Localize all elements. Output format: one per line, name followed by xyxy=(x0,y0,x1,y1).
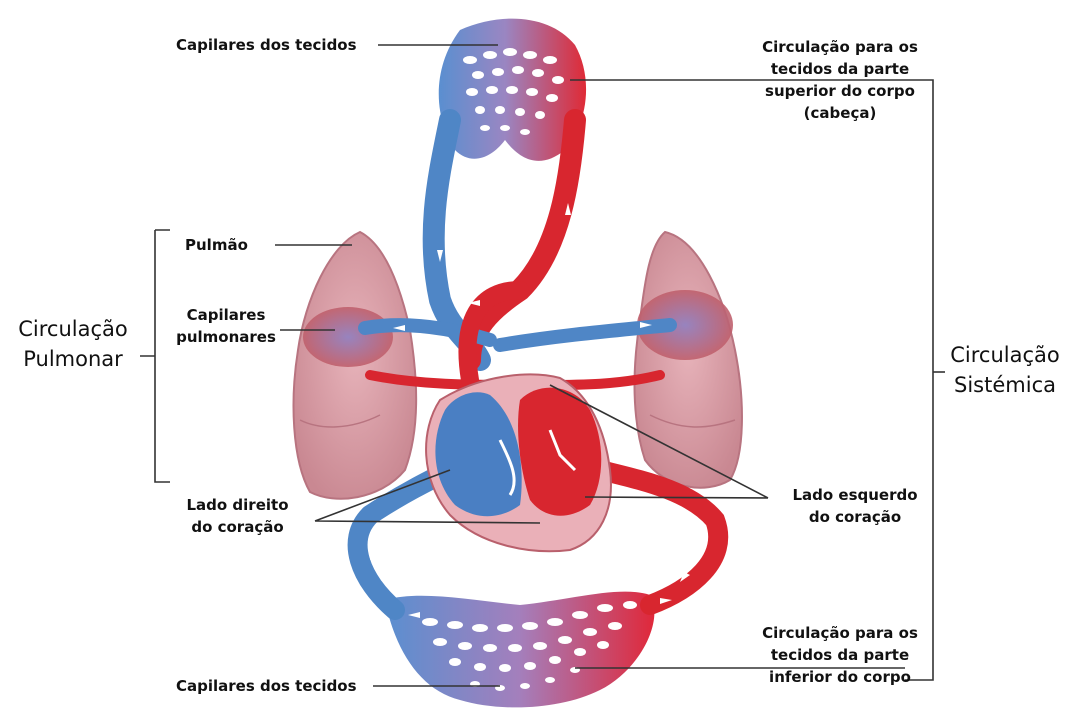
lower-capillary-loop xyxy=(385,592,654,708)
label-line: superior do corpo xyxy=(745,80,935,102)
label-line: tecidos da parte xyxy=(745,644,935,666)
pulmonary-bracket xyxy=(140,230,170,482)
label-line: Circulação xyxy=(8,314,138,344)
label-capilares-tecidos-bottom: Capilares dos tecidos xyxy=(176,675,357,697)
label-line: Lado direito xyxy=(180,494,295,516)
label-line: pulmonares xyxy=(176,326,276,348)
label-line: Circulação xyxy=(940,340,1070,370)
label-line: do coração xyxy=(180,516,295,538)
label-line: Capilares xyxy=(176,304,276,326)
label-circulacao-pulmonar: Circulação Pulmonar xyxy=(8,314,138,374)
label-circulacao-sistemica: Circulação Sistémica xyxy=(940,340,1070,400)
label-line: Pulmonar xyxy=(8,344,138,374)
label-line: Lado esquerdo xyxy=(775,484,935,506)
label-capilares-tecidos-top: Capilares dos tecidos xyxy=(176,34,357,56)
label-circulacao-superior: Circulação para os tecidos da parte supe… xyxy=(745,36,935,124)
label-lado-esquerdo: Lado esquerdo do coração xyxy=(775,484,935,528)
label-line: inferior do corpo xyxy=(745,666,935,688)
label-line: do coração xyxy=(775,506,935,528)
label-line: (cabeça) xyxy=(745,102,935,124)
label-pulmao: Pulmão xyxy=(185,234,248,256)
label-circulacao-inferior: Circulação para os tecidos da parte infe… xyxy=(745,622,935,688)
left-lung xyxy=(294,232,417,499)
label-lado-direito: Lado direito do coração xyxy=(180,494,295,538)
label-line: tecidos da parte xyxy=(745,58,935,80)
label-line: Circulação para os xyxy=(745,36,935,58)
label-line: Sistémica xyxy=(940,370,1070,400)
label-capilares-pulmonares: Capilares pulmonares xyxy=(176,304,276,348)
right-lung xyxy=(635,232,742,488)
label-line: Circulação para os xyxy=(745,622,935,644)
heart xyxy=(426,374,611,551)
